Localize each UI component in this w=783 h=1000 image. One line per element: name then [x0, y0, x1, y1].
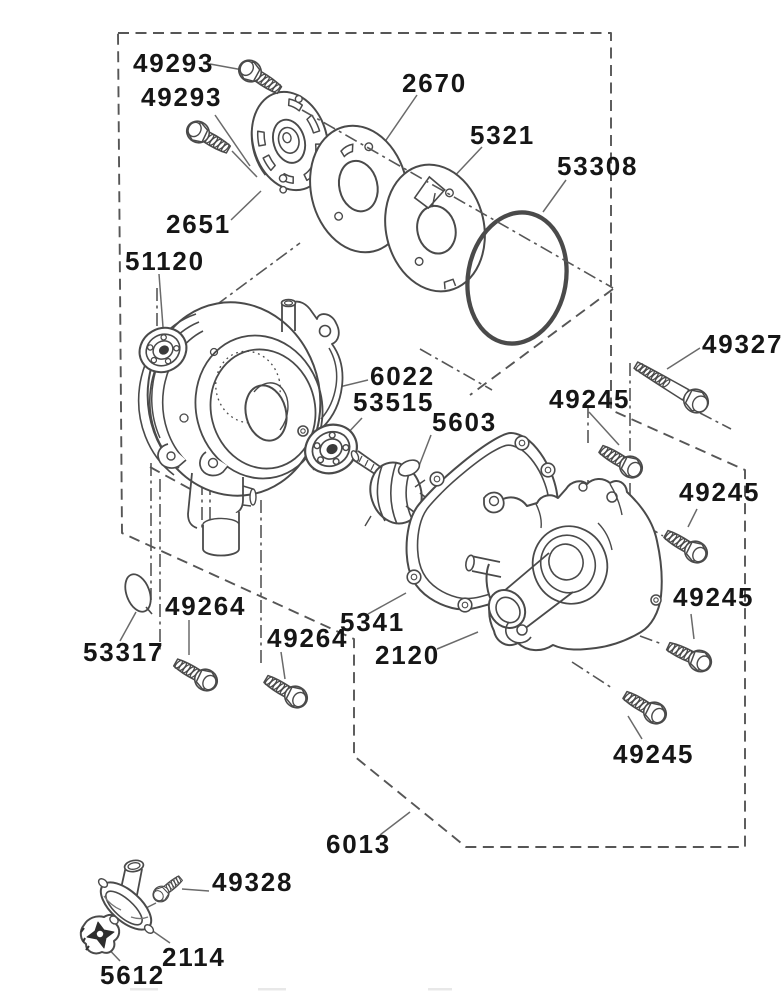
svg-text:49264: 49264 [165, 591, 246, 621]
svg-text:49245: 49245 [679, 477, 760, 507]
svg-text:49327: 49327 [702, 329, 783, 359]
svg-text:49245: 49245 [673, 582, 754, 612]
svg-text:49245: 49245 [613, 739, 694, 769]
svg-text:2651: 2651 [166, 209, 231, 239]
svg-text:6022: 6022 [370, 361, 435, 391]
svg-text:5612: 5612 [100, 960, 165, 990]
svg-text:6013: 6013 [326, 829, 391, 859]
svg-text:49293: 49293 [133, 48, 214, 78]
svg-text:49245: 49245 [549, 384, 630, 414]
svg-text:53317: 53317 [83, 637, 164, 667]
svg-text:5321: 5321 [470, 120, 535, 150]
svg-text:2670: 2670 [402, 68, 467, 98]
svg-text:53308: 53308 [557, 151, 638, 181]
svg-text:49328: 49328 [212, 867, 293, 897]
svg-text:51120: 51120 [125, 246, 205, 276]
svg-text:49293: 49293 [141, 82, 222, 112]
svg-text:53515: 53515 [353, 387, 434, 417]
svg-text:5341: 5341 [340, 607, 405, 637]
svg-text:2114: 2114 [162, 942, 226, 972]
svg-text:49264: 49264 [267, 623, 348, 653]
svg-text:5603: 5603 [432, 407, 497, 437]
svg-text:2120: 2120 [375, 640, 440, 670]
